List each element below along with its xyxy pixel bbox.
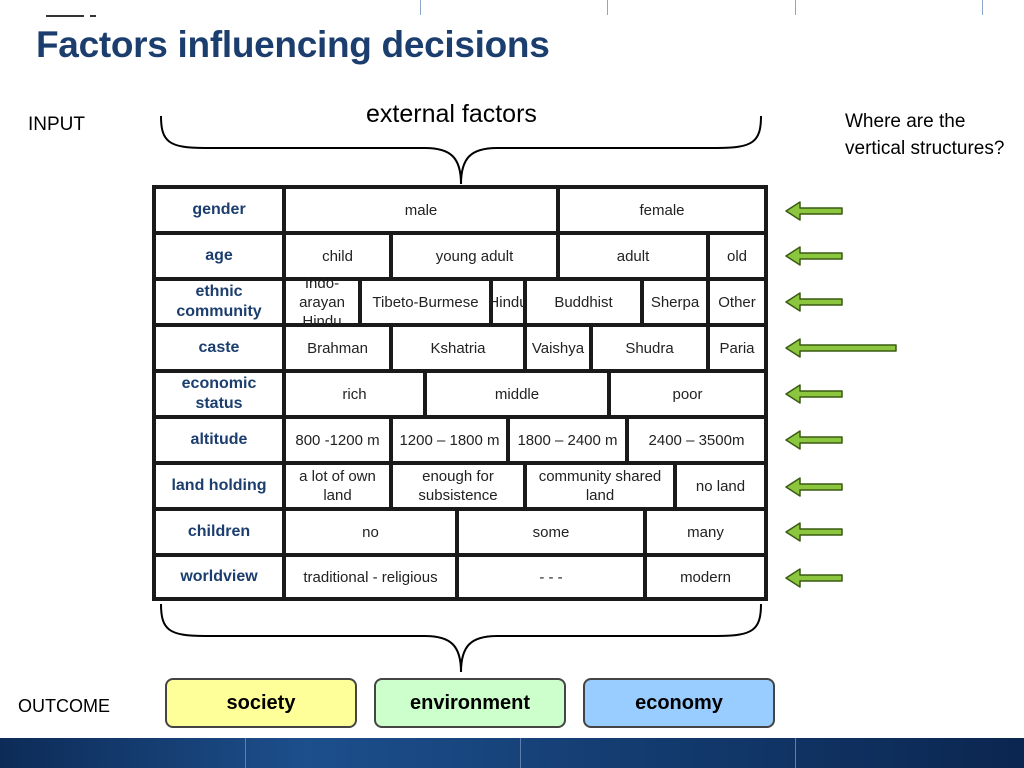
- left-arrow-icon: [785, 522, 843, 542]
- table-cell: no land: [675, 463, 766, 509]
- table-cell: enough for subsistence: [391, 463, 525, 509]
- left-arrow-icon: [785, 568, 843, 588]
- curly-brace-icon: [160, 603, 762, 673]
- left-arrow-icon: [785, 292, 843, 312]
- outcome-environment: environment: [374, 678, 566, 728]
- table-cell: 2400 – 3500m: [627, 417, 766, 463]
- table-cell: a lot of own land: [284, 463, 391, 509]
- row-header: altitude: [154, 417, 284, 463]
- page-title: Factors influencing decisions: [36, 24, 550, 65]
- outcome-economy: economy: [583, 678, 775, 728]
- left-arrow-icon: [785, 430, 843, 450]
- table-cell: modern: [645, 555, 766, 599]
- table-cell: 1200 – 1800 m: [391, 417, 508, 463]
- table-cell: no: [284, 509, 457, 555]
- table-cell: community shared land: [525, 463, 675, 509]
- table-cell: some: [457, 509, 645, 555]
- table-cell: Buddhist: [525, 279, 642, 325]
- outcome-society: society: [165, 678, 357, 728]
- row-header: land holding: [154, 463, 284, 509]
- outcome-society-label: society: [226, 691, 296, 714]
- row-header: gender: [154, 187, 284, 233]
- table-cell: Tibeto-Burmese: [360, 279, 491, 325]
- question-text: Where are the vertical structures?: [845, 111, 1005, 159]
- table-cell: old: [708, 233, 766, 279]
- top-divider: [607, 0, 608, 15]
- footer-divider: [245, 738, 246, 768]
- row-header: caste: [154, 325, 284, 371]
- logo-mark: [90, 15, 96, 17]
- footer-divider: [795, 738, 796, 768]
- input-label: INPUT: [28, 114, 85, 135]
- row-header: worldview: [154, 555, 284, 599]
- table-cell: traditional - religious: [284, 555, 457, 599]
- table-cell: many: [645, 509, 766, 555]
- row-header: ethnic community: [154, 279, 284, 325]
- left-arrow-icon: [785, 246, 843, 266]
- row-header: children: [154, 509, 284, 555]
- footer-divider: [520, 738, 521, 768]
- table-cell: male: [284, 187, 558, 233]
- table-cell: 1800 – 2400 m: [508, 417, 627, 463]
- table-cell: 800 -1200 m: [284, 417, 391, 463]
- table-cell: child: [284, 233, 391, 279]
- top-divider: [420, 0, 421, 15]
- external-factors-label: external factors: [366, 100, 537, 128]
- outcome-economy-label: economy: [635, 691, 723, 714]
- table-cell: Shudra: [591, 325, 708, 371]
- left-arrow-icon: [785, 201, 843, 221]
- outcome-label: OUTCOME: [18, 696, 110, 716]
- row-header: age: [154, 233, 284, 279]
- table-cell: Paria: [708, 325, 766, 371]
- curly-brace-icon: [160, 115, 762, 185]
- table-cell: young adult: [391, 233, 558, 279]
- table-cell: Hindu: [488, 279, 528, 325]
- left-arrow-icon: [785, 384, 843, 404]
- table-cell: Vaishya: [525, 325, 591, 371]
- row-header: economic status: [154, 371, 284, 417]
- left-arrow-icon: [785, 338, 897, 358]
- table-cell: Brahman: [284, 325, 391, 371]
- table-cell: poor: [609, 371, 766, 417]
- table-cell: Kshatria: [391, 325, 525, 371]
- outcome-environment-label: environment: [409, 691, 531, 714]
- table-cell: - - -: [457, 555, 645, 599]
- table-cell: middle: [425, 371, 609, 417]
- table-cell: Indo-arayan Hindu: [284, 275, 360, 330]
- table-cell: female: [558, 187, 766, 233]
- table-cell: Other: [708, 279, 766, 325]
- table-cell: Sherpa: [642, 279, 708, 325]
- top-divider: [982, 0, 983, 15]
- top-divider: [795, 0, 796, 15]
- top-decoration: [0, 0, 1024, 16]
- footer-band: [0, 738, 1024, 768]
- table-cell: adult: [558, 233, 708, 279]
- left-arrow-icon: [785, 477, 843, 497]
- logo-mark: [46, 15, 84, 17]
- table-cell: rich: [284, 371, 425, 417]
